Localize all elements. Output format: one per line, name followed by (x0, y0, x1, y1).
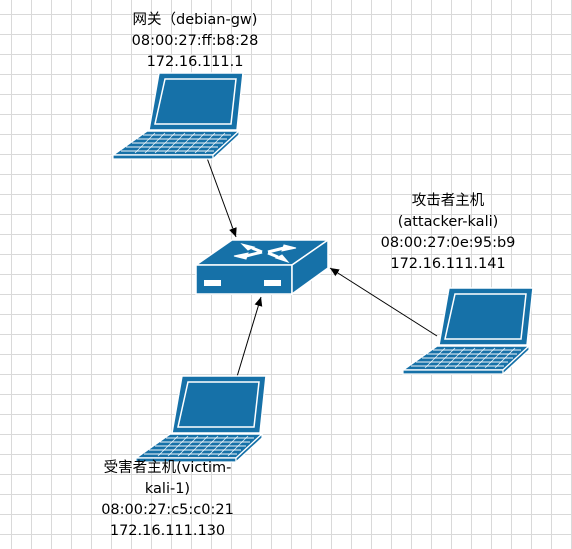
attacker-laptop-icon[interactable] (402, 287, 534, 375)
gateway-label: 网关（debian-gw) 08:00:27:ff:b8:28 172.16.1… (110, 10, 280, 73)
edge-attacker-to-switch (329, 267, 438, 337)
victim-mac: 08:00:27:c5:c0:21 (101, 502, 234, 518)
attacker-ip: 172.16.111.141 (390, 256, 506, 272)
victim-host: kali-1) (144, 481, 191, 497)
edge-gateway-to-switch (206, 157, 237, 238)
attacker-label: 攻击者主机 (attacker-kali) 08:00:27:0e:95:b9 … (368, 191, 528, 275)
victim-name: 受害者主机(victim- (103, 460, 232, 476)
edge-victim-to-switch (235, 296, 263, 381)
victim-ip: 172.16.111.130 (109, 523, 226, 539)
victim-label: 受害者主机(victim- kali-1) 08:00:27:c5:c0:21 … (80, 458, 255, 542)
gateway-name: 网关（debian-gw) (132, 12, 258, 28)
network-switch-icon[interactable] (193, 238, 331, 296)
attacker-mac: 08:00:27:0e:95:b9 (380, 235, 516, 251)
attacker-host: (attacker-kali) (397, 214, 499, 230)
gateway-ip: 172.16.111.1 (146, 54, 244, 70)
victim-laptop-icon[interactable] (135, 375, 267, 463)
gateway-laptop-icon[interactable] (112, 72, 244, 160)
gateway-mac: 08:00:27:ff:b8:28 (131, 33, 259, 49)
attacker-name: 攻击者主机 (411, 193, 485, 209)
